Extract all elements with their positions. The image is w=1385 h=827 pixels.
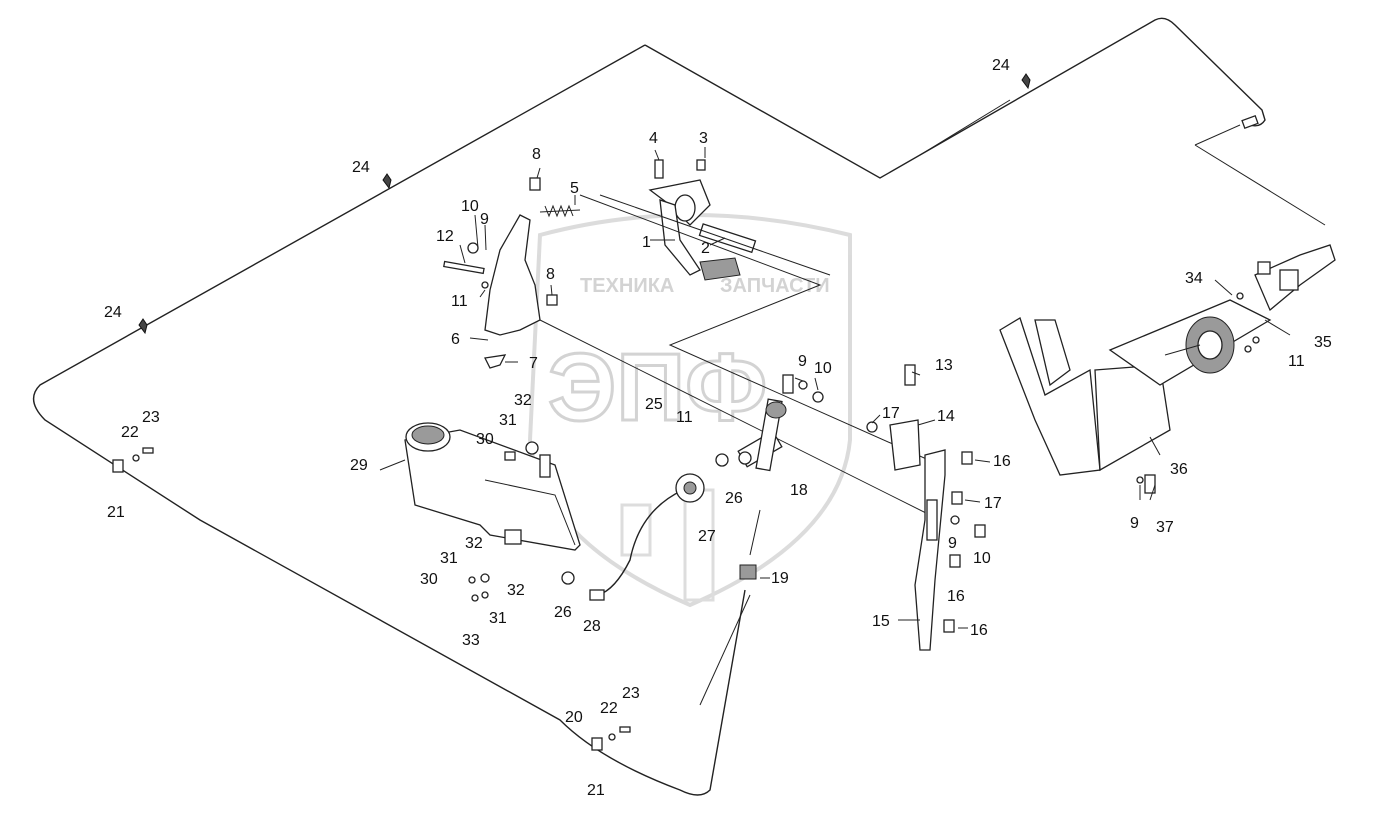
- callout-4: 4: [649, 130, 658, 147]
- callout-37: 37: [1156, 519, 1174, 536]
- mounting-bracket-15: [866, 364, 986, 651]
- callout-11-center: 11: [676, 409, 693, 426]
- callout-13: 13: [935, 357, 953, 374]
- linkage-lines: [539, 194, 941, 521]
- callout-17-right: 17: [984, 495, 1002, 512]
- callout-6: 6: [451, 331, 460, 348]
- callout-32-bottom: 32: [507, 582, 525, 599]
- callout-3: 3: [699, 130, 708, 147]
- callout-26-mid: 26: [725, 490, 743, 507]
- watermark-logo: ЭПФ: [548, 334, 767, 441]
- callout-12: 12: [436, 228, 454, 245]
- callout-9-right: 9: [948, 535, 957, 552]
- callout-24-right: 24: [992, 57, 1010, 74]
- callout-34: 34: [1185, 270, 1203, 287]
- callout-9-far: 9: [1130, 515, 1139, 532]
- bracket-21: [112, 447, 631, 751]
- callout-32-mid: 32: [465, 535, 483, 552]
- callout-7: 7: [529, 355, 538, 372]
- callout-1: 1: [642, 234, 651, 251]
- callout-11-left: 11: [451, 293, 468, 310]
- callout-10-left: 10: [461, 198, 479, 215]
- callout-24-left: 24: [104, 304, 122, 321]
- callout-8-mid: 8: [546, 266, 555, 283]
- callout-8-top: 8: [532, 146, 541, 163]
- callout-31-mid: 31: [440, 550, 458, 567]
- callout-9-center: 9: [798, 353, 807, 370]
- hose-19-28: [561, 451, 757, 601]
- callout-21-bottom: 21: [587, 782, 605, 799]
- callout-23-bottom: 23: [622, 685, 640, 702]
- callout-11-right: 11: [1288, 353, 1305, 370]
- callout-24-top: 24: [352, 159, 370, 176]
- callout-16-bottom: 16: [970, 622, 988, 639]
- callout-19: 19: [771, 570, 789, 587]
- callout-2: 2: [701, 240, 710, 257]
- callout-10-right: 10: [973, 550, 991, 567]
- callout-16-top: 16: [993, 453, 1011, 470]
- tube-clip-24: [138, 73, 1031, 335]
- callout-14: 14: [937, 408, 955, 425]
- callout-36: 36: [1170, 461, 1188, 478]
- callout-29: 29: [350, 457, 368, 474]
- callout-31-bottom: 31: [489, 610, 507, 627]
- callout-28: 28: [583, 618, 601, 635]
- slave-cylinder-assembly: [999, 244, 1336, 494]
- callout-leaders: [379, 147, 1291, 706]
- watermark-line2: ЗАПЧАСТИ: [720, 275, 830, 297]
- callout-25: 25: [645, 396, 663, 413]
- callout-26-bottom: 26: [554, 604, 572, 621]
- pedal-bracket-6: [443, 177, 558, 369]
- callout-labels: 1 2 3 4 5 6 7 8 8 9 9 9 9 10 10 10 11 11…: [104, 57, 1332, 799]
- brake-tube-20: [32, 17, 1326, 796]
- callout-18: 18: [790, 482, 808, 499]
- callout-27: 27: [698, 528, 716, 545]
- callout-31-top: 31: [499, 412, 517, 429]
- callout-20: 20: [565, 709, 583, 726]
- callout-17-top: 17: [882, 405, 900, 422]
- callout-35: 35: [1314, 334, 1332, 351]
- watermark-line1: ТЕХНИКА: [580, 275, 674, 297]
- callout-30-bottom: 30: [420, 571, 438, 588]
- callout-22-left: 22: [121, 424, 139, 441]
- callout-33: 33: [462, 632, 480, 649]
- callout-23-left: 23: [142, 409, 160, 426]
- callout-32-top: 32: [514, 392, 532, 409]
- watermark-shield: ТЕХНИКА ЗАПЧАСТИ ЭПФ: [527, 213, 852, 608]
- clutch-pedal-assembly: [539, 159, 757, 281]
- callout-16-mid: 16: [947, 588, 965, 605]
- callout-5: 5: [570, 180, 579, 197]
- fluid-reservoir-29: [404, 422, 581, 602]
- callout-15: 15: [872, 613, 890, 630]
- callout-30-top: 30: [476, 431, 494, 448]
- callout-22-bottom: 22: [600, 700, 618, 717]
- callout-10-center: 10: [814, 360, 832, 377]
- callout-21-left: 21: [107, 504, 125, 521]
- callout-9-left: 9: [480, 211, 489, 228]
